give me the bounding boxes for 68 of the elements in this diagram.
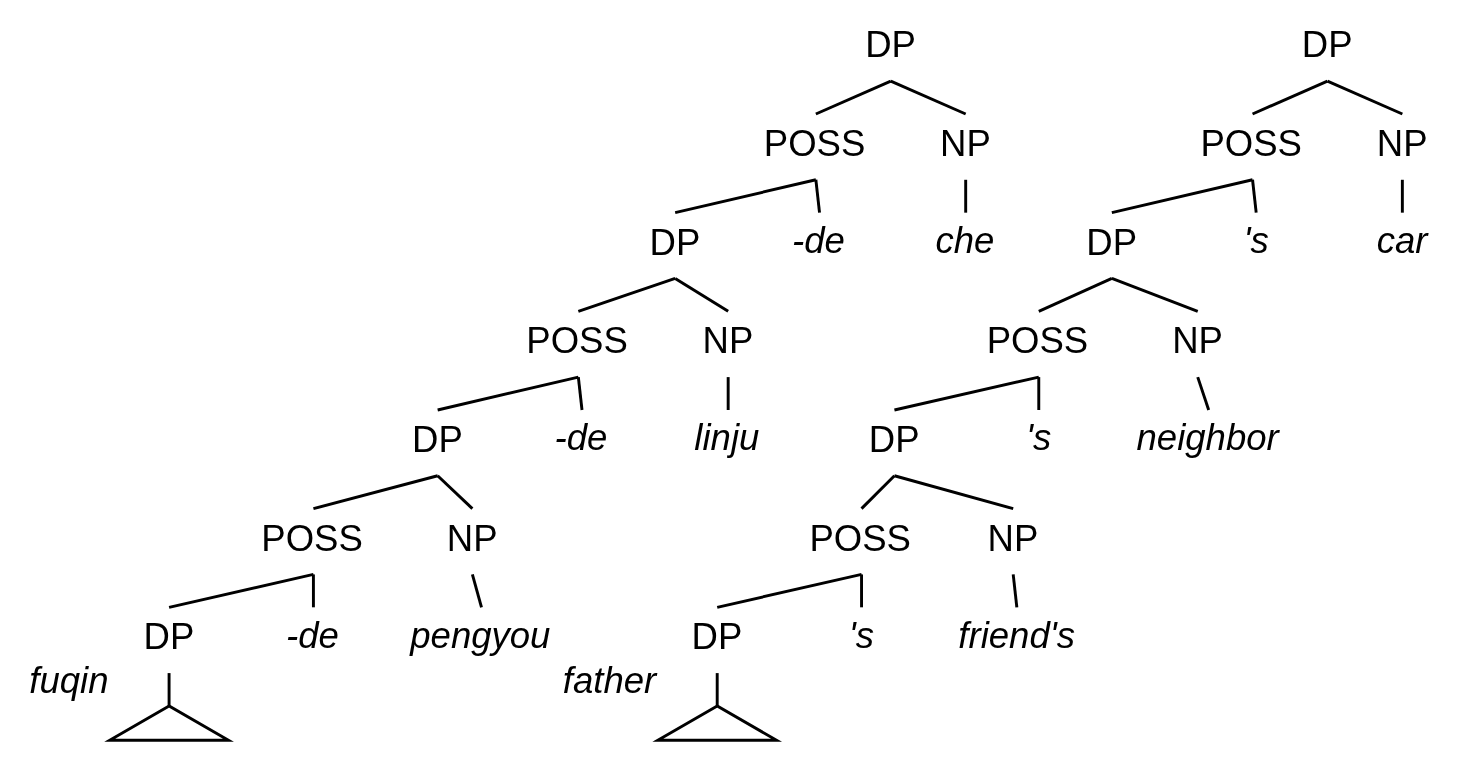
node-text: NP	[1376, 123, 1428, 165]
node-text: DP	[412, 419, 463, 461]
node-text: 's	[848, 614, 874, 656]
node-text: DP	[1301, 24, 1353, 66]
connector	[436, 474, 474, 510]
connector	[860, 474, 896, 510]
node-text: 's	[1243, 219, 1269, 261]
connector	[674, 277, 729, 313]
node-label: fuqin	[29, 660, 109, 702]
connector	[1111, 178, 1253, 215]
connector	[1400, 179, 1404, 213]
node-text: DP	[143, 616, 195, 658]
connector	[1011, 574, 1019, 608]
connector	[726, 377, 730, 410]
node-text: POSS	[1200, 123, 1302, 165]
node-text: POSS	[763, 123, 866, 165]
node-text: -de	[792, 219, 845, 261]
connector	[815, 79, 892, 116]
node-text: NP	[987, 517, 1039, 559]
node-text: linju	[694, 417, 760, 459]
connector	[674, 178, 817, 215]
node-text: POSS	[986, 320, 1089, 362]
node-triangle	[652, 704, 783, 742]
connector	[890, 79, 967, 116]
node-text: neighbor	[1136, 417, 1279, 459]
node-text: -de	[286, 614, 339, 656]
node-text: POSS	[809, 517, 911, 559]
connector	[313, 474, 439, 511]
node-text: -de	[554, 417, 608, 459]
node-text: DP	[865, 24, 916, 66]
node-text: car	[1376, 219, 1428, 261]
connector	[577, 277, 676, 313]
node-text: pengyou	[410, 614, 551, 656]
connector	[470, 574, 483, 608]
connector	[311, 574, 315, 608]
connector	[1251, 179, 1258, 213]
connector	[1038, 277, 1113, 313]
node-text: NP	[1172, 320, 1223, 362]
connector	[1196, 376, 1211, 411]
connector	[860, 574, 863, 608]
connector	[1037, 377, 1041, 410]
connector	[1111, 277, 1199, 313]
connector	[715, 673, 719, 706]
node-text: DP	[691, 616, 743, 658]
connector	[716, 573, 862, 609]
connector	[894, 375, 1040, 412]
connector	[894, 474, 1014, 511]
node-text: friend's	[958, 614, 1075, 656]
node-text: che	[935, 219, 995, 261]
node-text: NP	[940, 123, 991, 165]
connector	[964, 179, 968, 213]
connector	[576, 376, 584, 411]
connector	[1251, 79, 1329, 116]
node-text: POSS	[526, 320, 628, 362]
node-text: NP	[702, 320, 754, 362]
connector	[168, 573, 314, 609]
node-text: NP	[446, 517, 498, 559]
connector	[167, 673, 171, 706]
node-label: father	[562, 660, 657, 702]
node-text: DP	[1086, 221, 1138, 263]
connector	[1326, 79, 1403, 116]
node-text: POSS	[261, 517, 363, 559]
node-text: 's	[1025, 417, 1052, 459]
node-text: DP	[868, 419, 920, 461]
connector	[814, 179, 821, 213]
connector	[437, 375, 579, 412]
node-text: DP	[649, 221, 701, 263]
node-triangle	[104, 704, 234, 742]
